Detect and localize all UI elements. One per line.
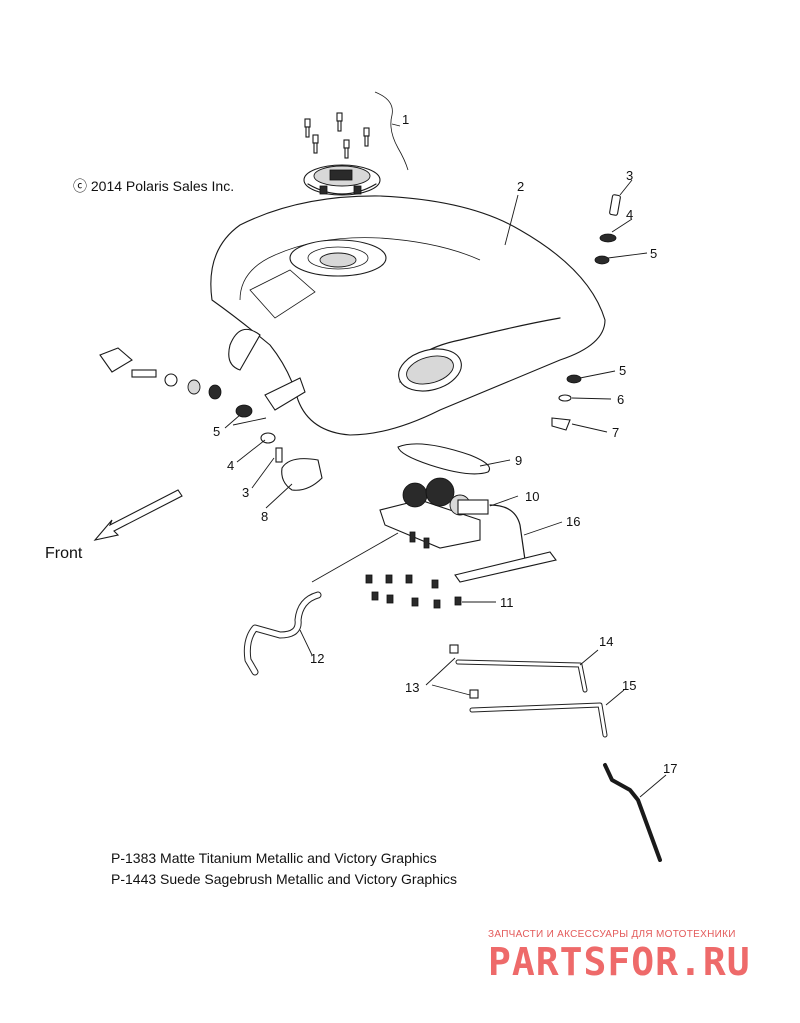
pump-gasket bbox=[397, 443, 491, 475]
callout-1: 1 bbox=[402, 112, 409, 127]
callout-11: 11 bbox=[500, 595, 514, 610]
callout-4-right: 4 bbox=[626, 207, 633, 222]
vent-lines bbox=[449, 644, 608, 738]
caption-line-2: P-1443 Suede Sagebrush Metallic and Vict… bbox=[111, 871, 458, 887]
callout-14: 14 bbox=[599, 634, 613, 649]
callout-7: 7 bbox=[612, 425, 619, 440]
fuel-cap-assembly bbox=[303, 91, 409, 196]
callout-10: 10 bbox=[525, 489, 539, 504]
callout-5-right-mid: 5 bbox=[619, 363, 626, 378]
leader-lines bbox=[224, 123, 667, 798]
fuel-pump-module bbox=[379, 477, 526, 561]
callout-numbers: 1 2 3 4 5 5 6 7 5 4 3 8 9 10 16 11 12 13… bbox=[213, 112, 677, 776]
callout-5-left: 5 bbox=[213, 424, 220, 439]
callout-16: 16 bbox=[566, 514, 580, 529]
callout-17: 17 bbox=[663, 761, 677, 776]
caption-line-1: P-1383 Matte Titanium Metallic and Victo… bbox=[111, 850, 437, 866]
pump-screws bbox=[365, 574, 462, 609]
fuel-sender bbox=[454, 551, 557, 583]
copyright-notice: ⓒ 2014 Polaris Sales Inc. bbox=[73, 178, 235, 194]
front-arrow bbox=[93, 489, 183, 541]
watermark-logo: PARTSFOR.RU bbox=[488, 940, 751, 984]
callout-6: 6 bbox=[617, 392, 624, 407]
front-direction-label: Front bbox=[45, 545, 83, 562]
left-side-hardware bbox=[99, 347, 323, 491]
drain-line bbox=[603, 763, 662, 862]
callout-2: 2 bbox=[517, 179, 524, 194]
watermark-subtitle: ЗАПЧАСТИ И АКСЕССУАРЫ ДЛЯ МОТОТЕХНИКИ bbox=[488, 929, 736, 940]
callout-9: 9 bbox=[515, 453, 522, 468]
right-side-hardware bbox=[551, 194, 621, 431]
callout-15: 15 bbox=[622, 678, 636, 693]
callout-3-left: 3 bbox=[242, 485, 249, 500]
fuel-tank bbox=[210, 195, 606, 436]
callout-12: 12 bbox=[310, 651, 324, 666]
callout-5-right-top: 5 bbox=[650, 246, 657, 261]
callout-8: 8 bbox=[261, 509, 268, 524]
callout-4-left: 4 bbox=[227, 458, 234, 473]
callout-13: 13 bbox=[405, 680, 419, 695]
callout-3-right: 3 bbox=[626, 168, 633, 183]
